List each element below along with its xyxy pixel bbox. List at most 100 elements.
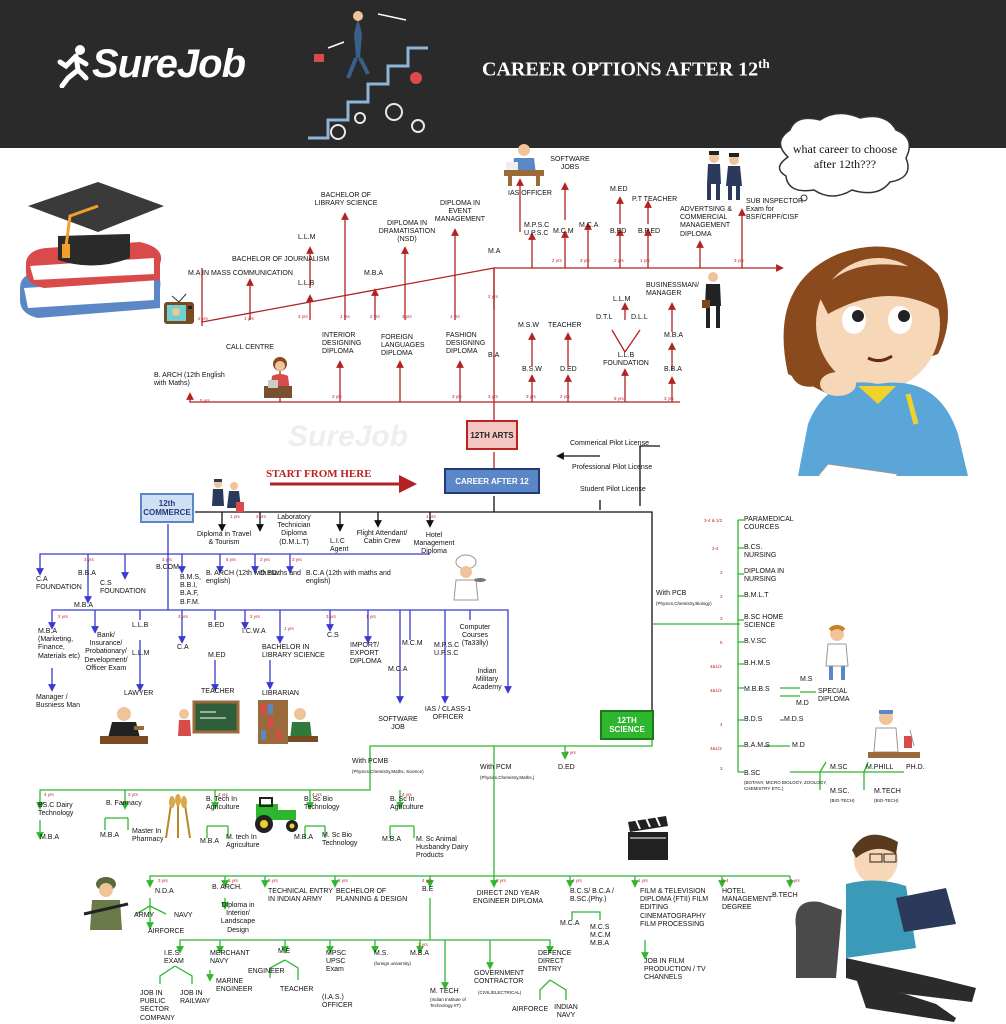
police-officers-icon	[707, 151, 742, 200]
node-event-mgmt: DIPLOMA IN EVENT MANAGEMENT	[434, 200, 486, 224]
node-ba: B.A	[488, 352, 500, 359]
books-graduation-cap-icon	[20, 182, 164, 318]
node-technical-entry: TECHNICAL ENTRY IN INDIAN ARMY	[268, 888, 333, 904]
node-interior-design: INTERIOR DESIGNING DIPLOMA	[322, 332, 362, 356]
node-med-com: M.ED	[208, 652, 226, 659]
node-mtech-agri: M. tech In Agriculture	[226, 834, 260, 850]
node-commercial-pilot: Commerical Pilot License	[570, 440, 649, 447]
pcmb-sub: (Physics,Chemistry,Maths, Science)	[352, 769, 424, 774]
node-md: M.D	[796, 700, 809, 707]
node-bfarmacy: B. Farmacy	[106, 800, 142, 807]
thought-bubble	[778, 112, 911, 202]
node-marine-engineer: MARINE ENGINEER	[216, 978, 253, 994]
node-import-export: IMPORT/ EXPORT DIPLOMA	[350, 642, 382, 666]
node-hotel-mgmt-dip: Hotel Management Diploma	[413, 532, 455, 556]
node-bvsc: B.V.SC	[744, 638, 767, 645]
node-mba-be: M.B.A	[410, 950, 430, 957]
box-12th-commerce[interactable]: 12th COMMERCE	[140, 493, 194, 523]
node-md-2: M.D	[792, 742, 805, 749]
node-interior-landscape: Diploma in Interior/ Landscape Design	[220, 902, 256, 934]
career-stairs-illustration	[308, 11, 428, 140]
node-msc-animal: M. Sc Animal Husbandry Dairy Products	[416, 836, 469, 860]
node-mcm-com: M.C.M	[402, 640, 423, 647]
node-bsc-agri: B. Sc In Agriculture	[390, 796, 424, 812]
pcb-sub: (Physics,Chemistry,Biology)	[656, 601, 712, 606]
node-navy: NAVY	[174, 912, 193, 919]
node-ca-foundation: C.A FOUNDATION	[36, 576, 82, 592]
node-travel-tourism: Diploma in Travel & Tourism	[196, 531, 252, 547]
thought-text: what career to choose after 12th???	[792, 142, 898, 171]
node-llb: L.L.B	[298, 280, 315, 287]
node-ies-exam: I.E.S. EXAM	[164, 950, 184, 966]
node-defence-entry: DEFENCE DIRECT ENTRY	[538, 950, 572, 974]
node-ded-com: D.ED.	[260, 570, 279, 577]
node-teacher-arts: TEACHER	[548, 322, 582, 329]
node-phd: PH.D.	[906, 764, 925, 771]
reading-boy-illustration	[795, 834, 976, 1022]
box-career-after-12[interactable]: CAREER AFTER 12	[444, 468, 540, 494]
node-mca: M.C.A	[579, 222, 599, 229]
node-dtl: D.T.L	[596, 314, 613, 321]
node-bped: B.P.ED	[638, 228, 661, 235]
node-bmlt: B.M.L.T	[744, 592, 769, 599]
page-title: CAREER OPTIONS AFTER 12th	[482, 56, 770, 81]
chef-icon	[453, 554, 486, 601]
thinking-girl-illustration	[783, 246, 968, 476]
pcm-sub: (Physics,Chemistry,Maths,)	[480, 775, 535, 780]
node-advertising: ADVERTSING & COMMERCIAL MANAGEMENT DIPLO…	[680, 206, 732, 238]
node-mtech-sub: (Indian Institute of Technology IIT)	[430, 997, 466, 1008]
node-bachelor-library-com: BACHELOR IN LIBRARY SCIENCE	[262, 644, 325, 660]
node-mpsc-pcm: MPSC UPSC Exam	[326, 950, 347, 974]
node-engineer: ENGINEER	[248, 968, 285, 975]
node-ias-class1: IAS / CLASS-1 OFFICER	[424, 706, 472, 722]
node-dll: D.L.L	[631, 314, 648, 321]
node-computer-courses: Computer Courses (Ta33lly)	[459, 624, 491, 648]
node-cs-foundation: C.S FOUNDATION	[100, 580, 146, 596]
node-mba-2: M.B.A	[664, 332, 684, 339]
node-public-sector: JOB IN PUBLIC SECTOR COMPANY	[140, 990, 175, 1022]
node-msc-biotech: M.SC.	[830, 788, 850, 795]
node-librarian: LIBRARIAN	[262, 690, 299, 697]
node-lic-agent: L.I.C Agent	[330, 538, 349, 554]
node-teacher-pcm: TEACHER	[280, 986, 314, 993]
officer-desk-icon	[504, 144, 544, 186]
node-mcs: M.C.S	[590, 924, 610, 931]
node-flight-attendant: Flight Attendant/ Cabin Crew	[356, 530, 408, 546]
node-mba-farmacy: M.B.A	[100, 832, 120, 839]
node-bed-com: B.ED	[208, 622, 225, 629]
node-bed: B.ED	[610, 228, 627, 235]
node-bms: B.M.S, B.B.I, B.A.F, B.F.M.	[180, 574, 202, 606]
node-paramedical: PARAMEDICAL COURCES	[744, 516, 794, 532]
node-ias-officer-pcm: (I.A.S.) OFFICER	[322, 994, 353, 1010]
node-direct-2nd-year: DIRECT 2ND YEAR ENGINEER DIPLOMA	[472, 890, 543, 906]
node-mcm-pcm: M.C.M	[590, 932, 611, 939]
node-lawyer: LAWYER	[124, 690, 154, 697]
node-mba-arts: M.B.A	[364, 270, 384, 277]
node-mba-marketing: M.B.A (Marketing, Finance, Materials etc…	[38, 628, 81, 660]
node-mtech: M. TECH	[430, 988, 459, 995]
node-mca-pcm: M.C.A	[560, 920, 580, 927]
node-bsc-biotech: B. Sc Bio Technology	[304, 796, 340, 812]
box-12th-arts[interactable]: 12TH ARTS	[466, 420, 518, 450]
node-mtech-biotech: M.TECH	[874, 788, 901, 795]
node-hotel-degree: HOTEL MANAGEMENT DEGREE	[722, 888, 773, 912]
box-12th-science[interactable]: 12TH SCIENCE	[600, 710, 654, 740]
wheat-icon	[165, 794, 191, 838]
node-manager: Manager / Busniess Man	[36, 694, 80, 710]
node-llm-com: L.L.M	[132, 650, 150, 657]
node-film-job: JOB IN FILM PRODUCTION / TV CHANNELS	[644, 958, 706, 982]
node-bds: B.D.S	[744, 716, 763, 723]
node-bcom: B.COM	[156, 564, 179, 571]
node-ias-officer: IAS OFFICER	[508, 190, 552, 197]
node-dramatisation: DIPLOMA IN DRAMATISATION (NSD)	[378, 220, 436, 244]
node-barch-pcm: B. ARCH.	[212, 884, 242, 891]
node-mphil: M.PHILL	[866, 764, 894, 771]
node-bsc-pcb: B.SC	[744, 770, 761, 777]
node-barch-arts: B. ARCH (12th English with Maths)	[154, 372, 225, 388]
node-govt-contractor: GOVERNMENT CONTRACTOR	[474, 970, 525, 986]
node-btech-agri: B. Tech In Agriculture	[206, 796, 240, 812]
node-ms-sub: (foreign university)	[374, 961, 412, 966]
node-mcm: M.C.M	[553, 228, 574, 235]
node-indian-navy: INDIAN NAVY	[554, 1004, 578, 1020]
pcmb-label: With PCMB	[352, 758, 389, 765]
